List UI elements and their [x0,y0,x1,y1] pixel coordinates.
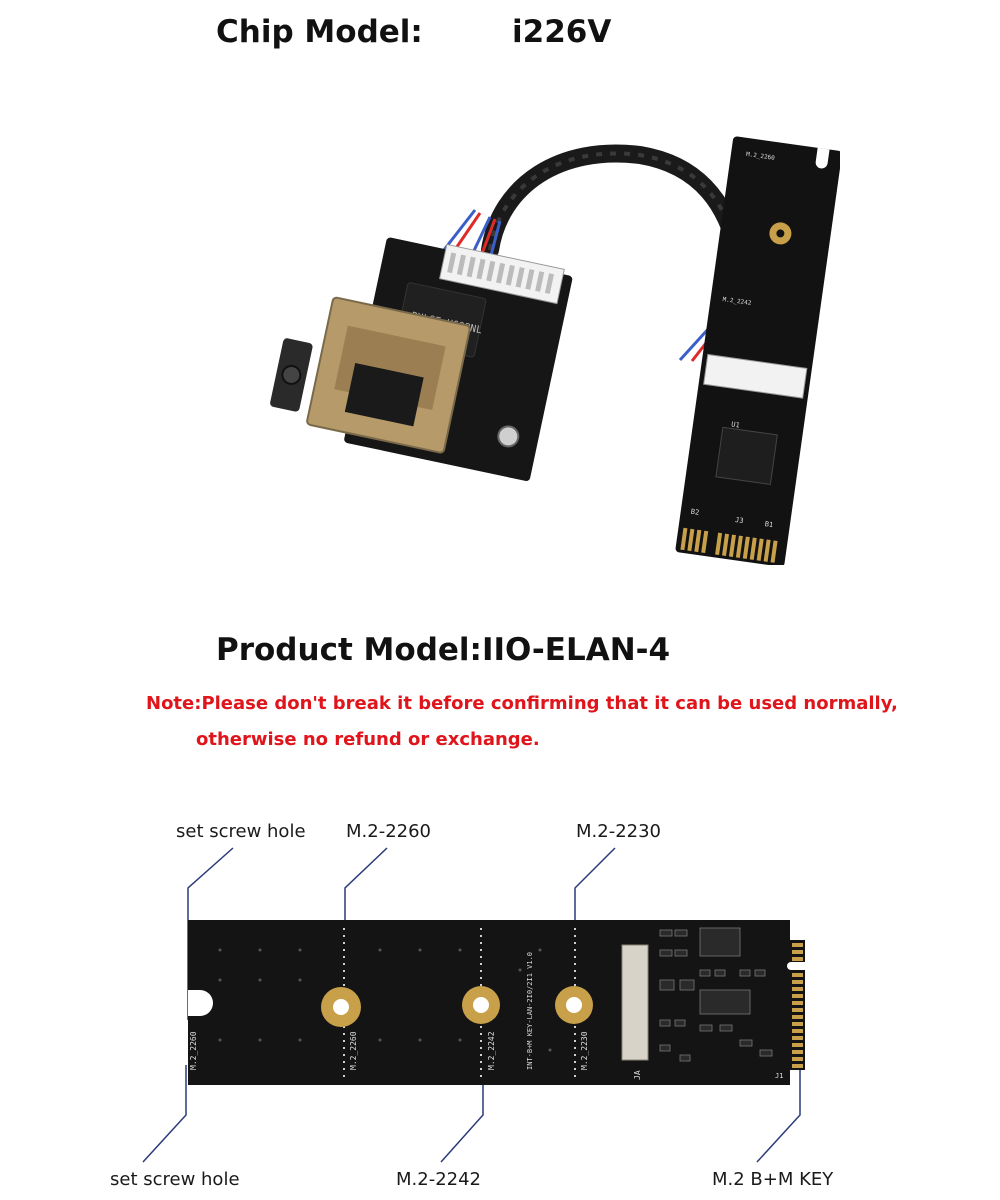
smd-components [659,927,773,1062]
silk-2260: M.2_2260 [349,1031,358,1070]
board-standoff [497,425,520,448]
leader-set-screw-bottom [142,1065,187,1163]
callout-m2-2230: M.2-2230 [576,821,662,842]
b-key-notch [787,962,805,970]
mount-pad-2230 [555,986,593,1024]
silk-2230: M.2_2230 [580,1031,589,1070]
chip-model-label: Chip Model: [216,14,423,50]
pcb-vias [218,948,552,1052]
silk-2260-photo: M.2_2260 [746,151,776,162]
silk-b1-photo: B1 [764,520,773,529]
wire-fan-left [438,209,502,260]
note-line-1: Note:Please don't break it before confir… [146,693,898,714]
note-line-2: otherwise no refund or exchange. [196,729,540,750]
silk-2242-photo: M.2_2242 [722,296,752,307]
leader-m2-bm-key [756,1065,801,1163]
silk-2260-left: M.2_2260 [189,1031,198,1070]
cable-connector [621,944,649,1061]
m2-card: M.2_2260 M.2_2242 U1 B2 B1 J3 [675,136,840,565]
silk-2242: M.2_2242 [487,1031,496,1070]
callout-m2-2260: M.2-2260 [346,821,432,842]
rj45-board: PULSE H608NL [270,237,573,482]
callout-m2-bm-key: M.2 B+M KEY [712,1169,834,1190]
silk-board-id: INT-B+M KEY-LAN-2I0/2I1 V1.0 [526,952,534,1070]
product-photo: PULSE H608NL M.2_2260 M.2_2242 U1 B2 B1 … [270,136,840,565]
ethernet-controller-chip [715,426,778,486]
connector-header-right [703,353,808,399]
leader-m2-2230 [574,847,616,930]
silk-j1: J1 [775,1072,783,1080]
mount-pad-2242 [462,986,500,1024]
product-model-label: Product Model: [216,632,482,668]
product-model-value: IIO-ELAN-4 [481,632,671,668]
rj45-port-opening [344,362,424,427]
silk-b2-photo: B2 [690,508,699,517]
gold-edge-connector [792,943,803,1068]
chip-model-value: i226V [512,14,612,50]
product-model: Product Model:IIO-ELAN-4 [216,632,670,668]
board-closeup: M.2_2260 M.2_2260 M.2_2242 M.2_2230 INT-… [142,847,805,1163]
silk-u1-photo: U1 [731,420,740,429]
gold-fingers-photo [680,527,778,563]
bracket-screw [281,364,302,385]
mount-pad-2260 [321,987,361,1027]
leader-m2-2260 [344,847,388,935]
callout-set-screw-hole-top: set screw hole [176,821,306,842]
silk-ja: JA [633,1070,642,1080]
silk-j3-photo: J3 [735,516,744,525]
set-screw-notch [188,990,213,1016]
callout-m2-2242: M.2-2242 [396,1169,482,1190]
callout-set-screw-hole-bottom: set screw hole [110,1169,240,1190]
